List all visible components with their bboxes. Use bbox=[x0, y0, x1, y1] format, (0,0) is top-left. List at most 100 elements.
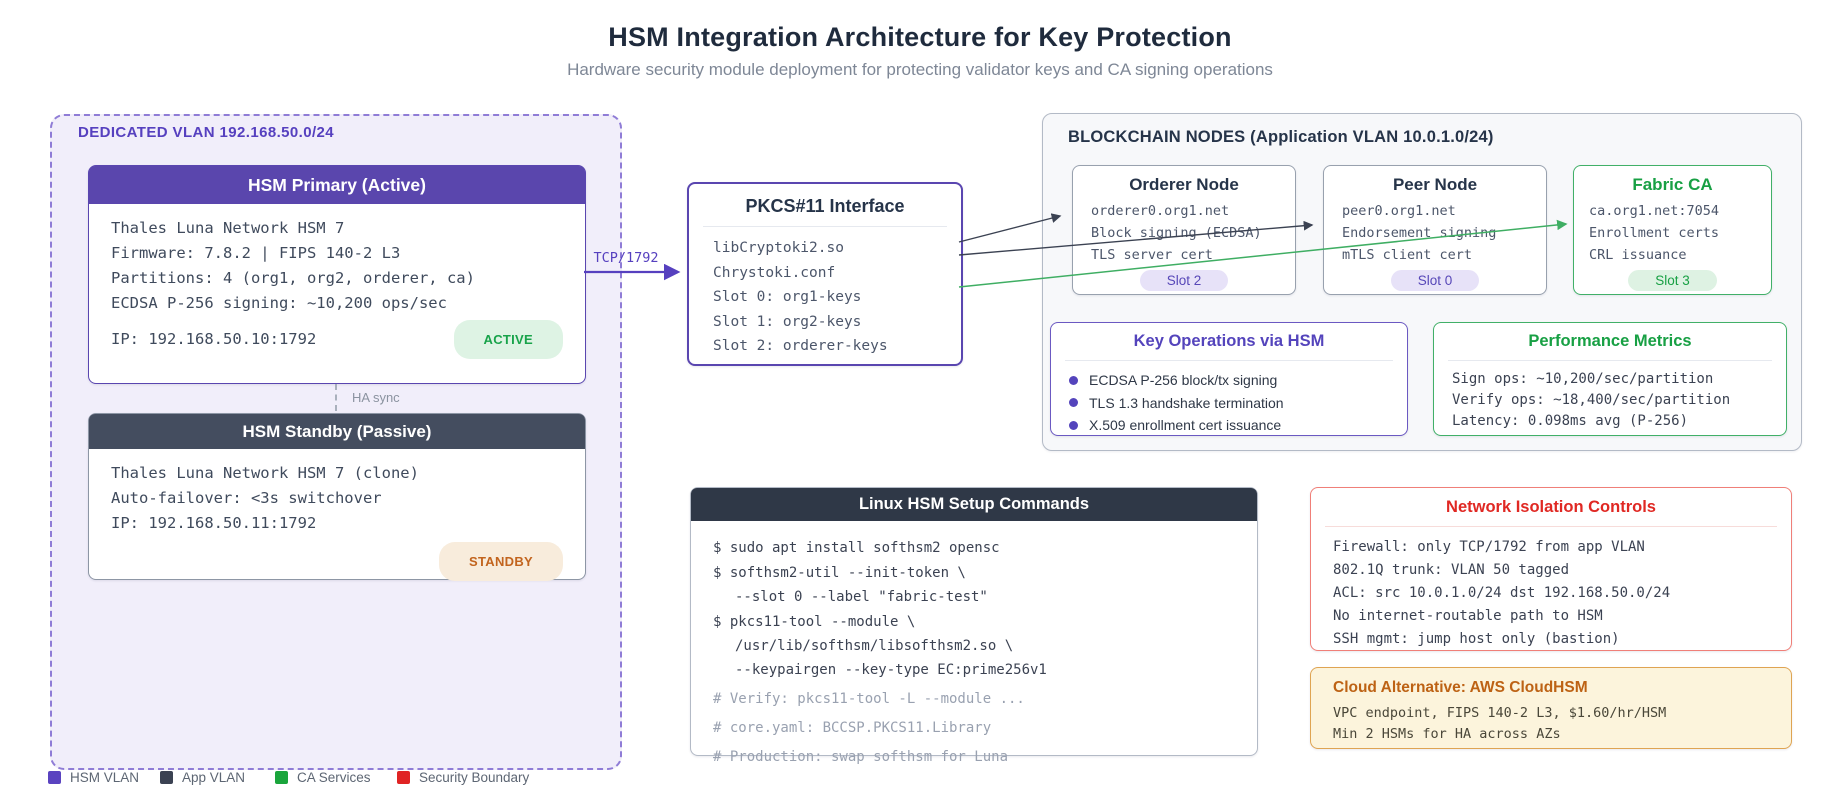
divider bbox=[703, 226, 947, 227]
node-line: Endorsement signing bbox=[1342, 225, 1497, 241]
fabric-ca-card: Fabric CA ca.org1.net:7054 Enrollment ce… bbox=[1573, 165, 1772, 295]
spec-line: Auto-failover: <3s switchover bbox=[111, 489, 382, 507]
node-line: peer0.org1.net bbox=[1342, 203, 1456, 219]
network-isolation-list: Firewall: only TCP/1792 from app VLAN 80… bbox=[1333, 536, 1791, 651]
standby-status-badge: STANDBY bbox=[439, 542, 563, 581]
security-boundary-swatch bbox=[397, 771, 410, 784]
performance-metrics-title: Performance Metrics bbox=[1528, 332, 1692, 350]
spec-line: Firmware: 7.8.2 | FIPS 140-2 L3 bbox=[111, 244, 401, 262]
hsm-vlan-label: DEDICATED VLAN 192.168.50.0/24 bbox=[78, 124, 334, 141]
hsm-primary-specs: Thales Luna Network HSM 7 Firmware: 7.8.… bbox=[89, 204, 585, 359]
node-line: CRL issuance bbox=[1589, 247, 1687, 263]
linux-setup-card: Linux HSM Setup Commands $ sudo apt inst… bbox=[690, 487, 1258, 765]
ca-services-swatch bbox=[275, 771, 288, 784]
legend-item-security-boundary: Security Boundary bbox=[397, 770, 529, 785]
spec-line: ECDSA P-256 signing: ~10,200 ops/sec bbox=[111, 294, 447, 312]
orderer-node-details: orderer0.org1.net Block signing (ECDSA) … bbox=[1091, 200, 1295, 266]
node-line: ca.org1.net:7054 bbox=[1589, 203, 1720, 219]
list-item: ECDSA P-256 block/tx signing bbox=[1069, 369, 1407, 392]
key-operations-list: ECDSA P-256 block/tx signing TLS 1.3 han… bbox=[1069, 369, 1407, 437]
performance-metrics-list: Sign ops: ~10,200/sec/partition Verify o… bbox=[1452, 369, 1786, 432]
pkcs11-title: PKCS#11 Interface bbox=[745, 196, 905, 216]
pkcs11-interface-card: PKCS#11 Interface libCryptoki2.so Chryst… bbox=[687, 182, 963, 366]
network-isolation-title: Network Isolation Controls bbox=[1446, 498, 1656, 516]
config-line: Slot 1: org2-keys bbox=[713, 313, 862, 330]
legend-item-hsm-vlan: HSM VLAN bbox=[48, 770, 139, 785]
cloud-alternative-details: VPC endpoint, FIPS 140-2 L3, $1.60/hr/HS… bbox=[1333, 703, 1791, 745]
hsm-standby-card: HSM Standby (Passive) Thales Luna Networ… bbox=[88, 413, 586, 581]
list-item: TLS 1.3 handshake termination bbox=[1069, 392, 1407, 415]
rule-line: SSH mgmt: jump host only (bastion) bbox=[1333, 631, 1620, 647]
blockchain-nodes-title: BLOCKCHAIN NODES (Application VLAN 10.0.… bbox=[1068, 128, 1494, 146]
legend-label: CA Services bbox=[297, 770, 371, 785]
hsm-primary-title: HSM Primary (Active) bbox=[89, 166, 585, 204]
linux-setup-title: Linux HSM Setup Commands bbox=[691, 488, 1257, 521]
key-operations-title: Key Operations via HSM bbox=[1133, 332, 1325, 350]
orderer-slot-badge: Slot 2 bbox=[1139, 270, 1229, 291]
spec-line: Thales Luna Network HSM 7 (clone) bbox=[111, 464, 419, 482]
hsm-primary-ip: IP: 192.168.50.10:1792 bbox=[111, 330, 317, 348]
config-line: libCryptoki2.so bbox=[713, 240, 844, 256]
metric-line: Latency: 0.098ms avg (P-256) bbox=[1452, 413, 1689, 429]
divider bbox=[1448, 360, 1772, 361]
legend-item-app-vlan: App VLAN bbox=[160, 770, 245, 785]
bullet-icon bbox=[1069, 398, 1078, 408]
tcp-1792-link-label: TCP/1792 bbox=[593, 250, 659, 266]
cloud-alternative-title: Cloud Alternative: AWS CloudHSM bbox=[1333, 679, 1588, 696]
config-line: Slot 2: orderer-keys bbox=[713, 338, 888, 354]
page-subtitle: Hardware security module deployment for … bbox=[567, 60, 1273, 79]
bullet-icon bbox=[1069, 375, 1078, 385]
rule-line: ACL: src 10.0.1.0/24 dst 192.168.50.0/24 bbox=[1333, 585, 1671, 601]
node-line: TLS server cert bbox=[1091, 247, 1213, 263]
active-status-badge: ACTIVE bbox=[453, 320, 563, 359]
command-line: --slot 0 --label "fabric-test" bbox=[735, 589, 988, 605]
list-item-label: X.509 enrollment cert issuance bbox=[1089, 417, 1282, 433]
spec-line: Thales Luna Network HSM 7 bbox=[111, 219, 345, 237]
node-line: Enrollment certs bbox=[1589, 225, 1720, 241]
divider bbox=[1065, 360, 1393, 361]
rule-line: No internet-routable path to HSM bbox=[1333, 608, 1603, 624]
legend-item-ca-services: CA Services bbox=[275, 770, 371, 785]
hsm-standby-title: HSM Standby (Passive) bbox=[89, 414, 585, 449]
list-item-label: ECDSA P-256 block/tx signing bbox=[1089, 372, 1278, 388]
list-item-label: TLS 1.3 handshake termination bbox=[1089, 394, 1284, 411]
app-vlan-swatch bbox=[160, 771, 173, 784]
ha-sync-connector bbox=[335, 384, 337, 411]
node-line: mTLS client cert bbox=[1342, 247, 1473, 263]
legend-label: Security Boundary bbox=[419, 770, 530, 785]
rule-line: 802.1Q trunk: VLAN 50 tagged bbox=[1333, 562, 1570, 578]
command-line: $ sudo apt install softhsm2 opensc bbox=[713, 540, 1000, 556]
network-isolation-card: Network Isolation Controls Firewall: onl… bbox=[1310, 487, 1792, 651]
peer-node-card: Peer Node peer0.org1.net Endorsement sig… bbox=[1323, 165, 1547, 295]
peer-node-details: peer0.org1.net Endorsement signing mTLS … bbox=[1342, 200, 1546, 266]
ha-sync-label: HA sync bbox=[352, 390, 400, 405]
config-line: Slot 0: org1-keys bbox=[713, 289, 862, 305]
command-line: /usr/lib/softhsm/libsofthsm2.so \ bbox=[735, 638, 1014, 654]
bullet-icon bbox=[1069, 420, 1078, 430]
terminal-commands: $ sudo apt install softhsm2 opensc $ sof… bbox=[691, 521, 1257, 767]
cloud-alternative-card: Cloud Alternative: AWS CloudHSM VPC endp… bbox=[1310, 667, 1792, 749]
performance-metrics-card: Performance Metrics Sign ops: ~10,200/se… bbox=[1433, 322, 1787, 436]
fabric-ca-details: ca.org1.net:7054 Enrollment certs CRL is… bbox=[1589, 200, 1771, 266]
command-line: $ pkcs11-tool --module \ bbox=[713, 614, 916, 630]
comment-line: # core.yaml: BCCSP.PKCS11.Library bbox=[713, 720, 992, 736]
command-line: --keypairgen --key-type EC:prime256v1 bbox=[735, 662, 1047, 678]
hsm-standby-specs: Thales Luna Network HSM 7 (clone) Auto-f… bbox=[89, 449, 585, 581]
legend-label: App VLAN bbox=[182, 770, 246, 785]
detail-line: Min 2 HSMs for HA across AZs bbox=[1333, 726, 1561, 742]
pkcs11-config: libCryptoki2.so Chrystoki.conf Slot 0: o… bbox=[689, 227, 961, 359]
metric-line: Verify ops: ~18,400/sec/partition bbox=[1452, 392, 1731, 408]
hsm-vlan-swatch bbox=[48, 771, 61, 784]
command-line: $ softhsm2-util --init-token \ bbox=[713, 565, 966, 581]
config-line: Chrystoki.conf bbox=[713, 264, 836, 281]
peer-slot-badge: Slot 0 bbox=[1390, 270, 1480, 291]
metric-line: Sign ops: ~10,200/sec/partition bbox=[1452, 371, 1714, 387]
orderer-node-card: Orderer Node orderer0.org1.net Block sig… bbox=[1072, 165, 1296, 295]
hsm-standby-ip: IP: 192.168.50.11:1792 bbox=[111, 514, 317, 532]
key-operations-card: Key Operations via HSM ECDSA P-256 block… bbox=[1050, 322, 1408, 436]
page-title: HSM Integration Architecture for Key Pro… bbox=[608, 22, 1232, 52]
comment-line: # Verify: pkcs11-tool -L --module ... bbox=[713, 691, 1025, 707]
hsm-primary-card: HSM Primary (Active) Thales Luna Network… bbox=[88, 165, 586, 384]
node-line: Block signing (ECDSA) bbox=[1091, 225, 1262, 241]
